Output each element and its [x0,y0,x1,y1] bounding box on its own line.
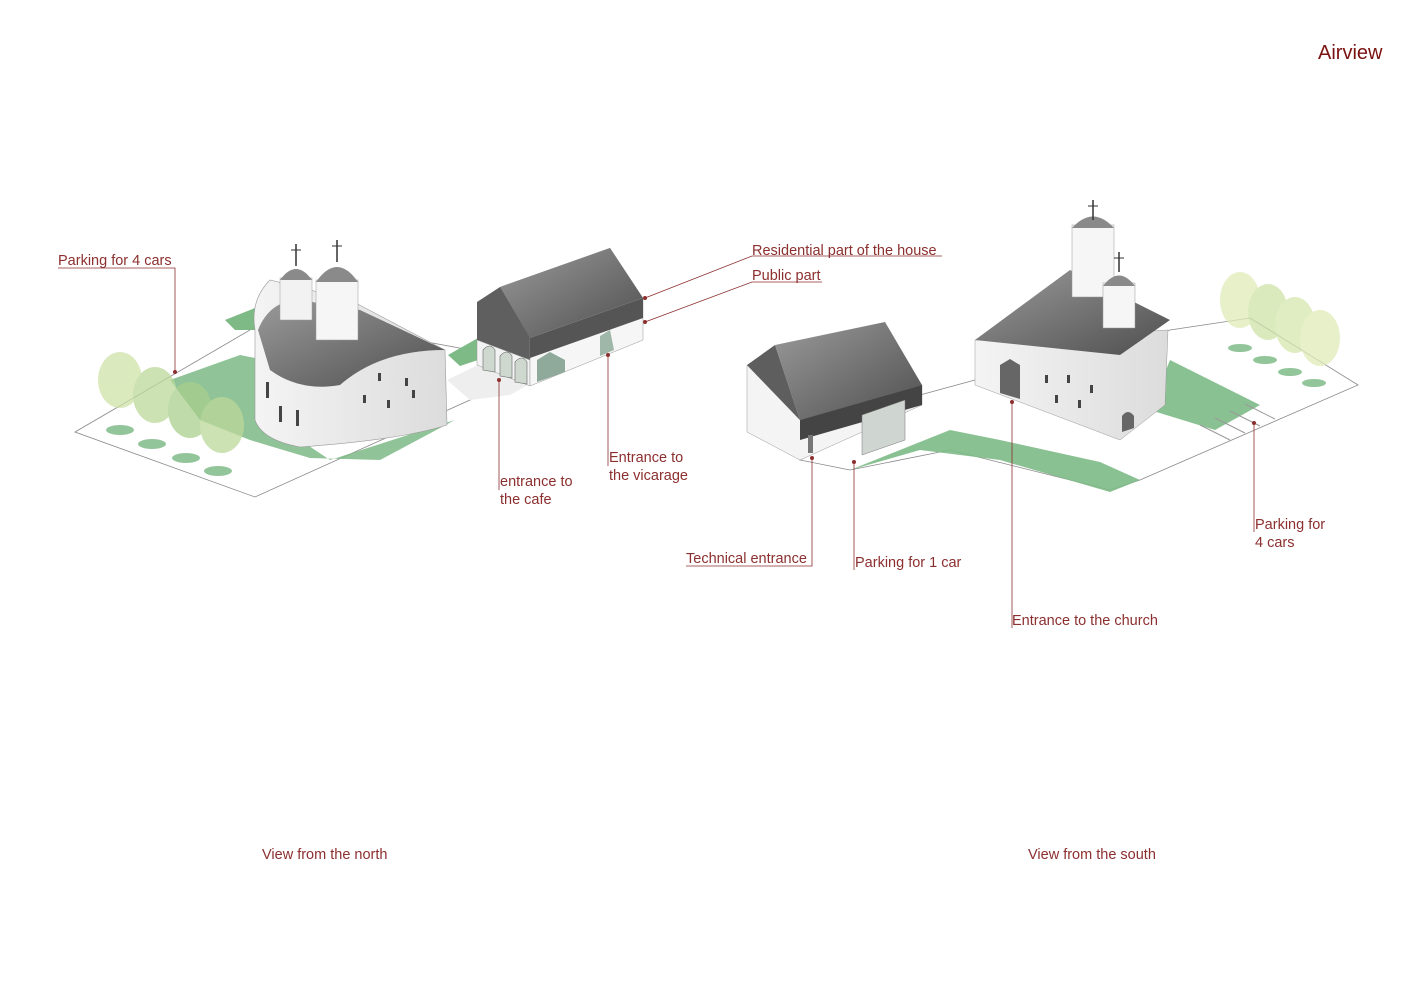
church-south [974,200,1170,441]
trees [98,352,244,476]
lawn [448,338,478,366]
label-line: Entrance to [609,450,684,466]
lawn [850,430,1140,492]
church-north [253,240,448,448]
label-public-part: Public part [752,268,821,284]
lawn [225,308,260,330]
north-view-drawing [58,240,942,498]
caption-north-view: View from the north [262,847,388,863]
label-line: the vicarage [609,468,688,484]
label-church-entrance: Entrance to the church [1012,613,1158,629]
label-residential-part: Residential part of the house [752,243,937,259]
trees [1220,272,1340,387]
label-line: 4 cars [1255,535,1295,551]
leader-dots [173,296,647,382]
vicarage-house-south [746,322,923,461]
leader-lines [58,255,942,490]
leader-dots [810,400,1256,464]
label-technical-entrance: Technical entrance [686,551,807,567]
label-parking-4-south: Parking for 4 cars [1255,516,1325,552]
south-view-drawing [686,200,1359,628]
label-line: entrance to [500,474,573,490]
label-parking-4-north: Parking for 4 cars [58,253,172,269]
vicarage-house-north [476,248,644,387]
leader-lines [686,402,1255,628]
caption-south-view: View from the south [1028,847,1156,863]
label-line: Parking for [1255,517,1326,533]
label-vicarage-entrance: Entrance to the vicarage [609,449,688,485]
label-line: the cafe [500,492,552,508]
label-cafe-entrance: entrance to the cafe [500,473,573,509]
label-parking-1: Parking for 1 car [855,555,962,571]
page-title: Airview [1318,42,1383,64]
